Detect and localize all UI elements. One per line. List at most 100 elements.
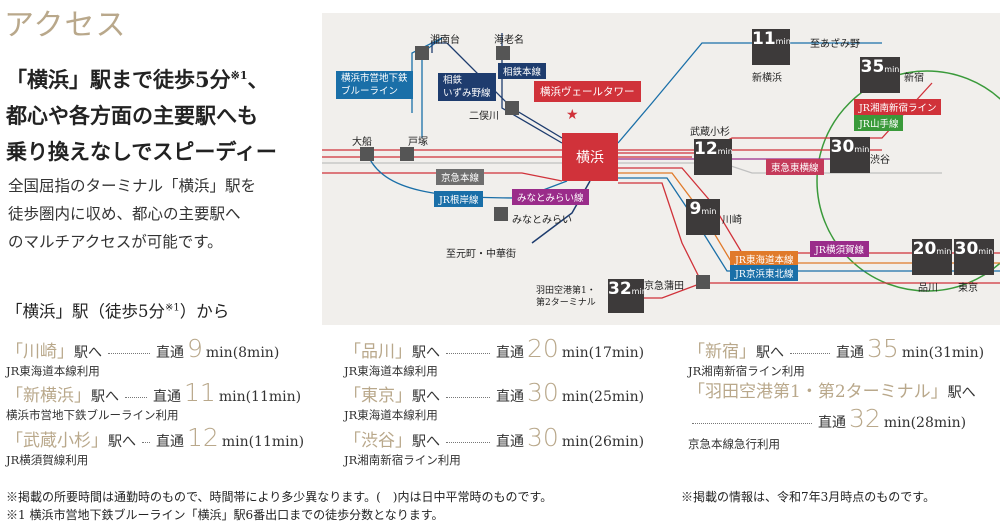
headline-line2: 都心や各方面の主要駅へも xyxy=(6,103,258,128)
minutes-alt: (11min) xyxy=(248,434,305,450)
tag-yamanote: JR山手線 xyxy=(854,115,904,131)
destination-station: 「品川」 xyxy=(344,342,412,362)
station-haneda: 羽田空港第1・ 第2ターミナル xyxy=(536,286,596,308)
tag-yokosuka: JR横須賀線 xyxy=(810,241,869,257)
destination-minutes: 20 xyxy=(527,334,559,363)
station-tokyo: 東京 xyxy=(958,283,978,294)
from-title-sup: ※1 xyxy=(165,302,180,314)
time-unit: min xyxy=(775,37,791,46)
station-minatomirai: みなとみらい xyxy=(512,215,572,226)
time-unit: min xyxy=(884,65,900,74)
tag-sotetsu: 相鉄本線 xyxy=(498,63,547,79)
destination-suffix: 駅へ xyxy=(412,389,440,405)
time-value: 32 xyxy=(608,279,632,299)
tag-negishi: JR根岸線 xyxy=(434,191,484,207)
destination-suffix: 駅へ xyxy=(74,345,102,361)
destination-minutes: 9 xyxy=(187,334,203,363)
from-title-text: 「横浜」駅（徒歩5分 xyxy=(6,302,165,321)
destination-note: 京急本線急行利用 xyxy=(688,437,780,451)
ebina-marker xyxy=(496,46,510,60)
destination-suffix: 駅へ xyxy=(91,389,119,405)
destination-station: 「羽田空港第1・第2ターミナル」 xyxy=(688,382,948,402)
minutes-unit: min xyxy=(221,434,249,450)
destination-station: 「新横浜」 xyxy=(6,386,91,406)
leader-dots xyxy=(446,352,490,354)
tag-keihin: JR京浜東北線 xyxy=(730,265,799,281)
destination-note: JR東海道本線利用 xyxy=(6,364,100,378)
destination-note: JR湘南新宿ライン利用 xyxy=(688,364,805,378)
from-title: 「横浜」駅（徒歩5分※1）から xyxy=(6,298,229,322)
time-unit: min xyxy=(631,287,647,296)
yokohama-label: 横浜 xyxy=(576,150,604,166)
time-value: 35 xyxy=(860,57,885,77)
time-value: 12 xyxy=(694,139,718,159)
direct-label: 直通 xyxy=(836,345,864,361)
tag-shonan: JR湘南新宿ライン xyxy=(854,99,942,115)
tag-toyoko: 東急東横線 xyxy=(766,159,824,175)
destination-suffix: 駅へ xyxy=(412,434,440,450)
minutes-unit: min xyxy=(205,345,233,361)
gray-line xyxy=(322,162,942,174)
time-shinyokohama: 11min xyxy=(752,29,791,65)
minutes-alt: (28min) xyxy=(910,415,967,431)
destination-note: 横浜市営地下鉄ブルーライン利用 xyxy=(6,408,179,422)
direct-label: 直通 xyxy=(156,345,184,361)
destination-minutes: 12 xyxy=(187,423,219,452)
tag-blueline: 横浜市営地下鉄 ブルーライン xyxy=(336,71,413,99)
leader-dots xyxy=(446,396,490,398)
keikyu-line xyxy=(322,172,1000,284)
time-shibuya: 30min xyxy=(830,137,870,173)
tag-tokaido: JR東海道本線 xyxy=(730,251,799,267)
destination-station: 「東京」 xyxy=(344,386,412,406)
station-shonandai: 湘南台 xyxy=(430,35,460,46)
time-unit: min xyxy=(717,147,733,156)
tower-label: 横浜ヴェールタワー xyxy=(534,81,641,102)
keikyukamata-marker xyxy=(696,275,710,289)
station-shinagawa: 品川 xyxy=(918,283,938,294)
station-ebina: 海老名 xyxy=(494,35,524,46)
destination-note: JR横須賀線利用 xyxy=(6,453,89,467)
headline: 「横浜」駅まで徒歩5分※1、 都心や各方面の主要駅へも 乗り換えなしでスピーディ… xyxy=(6,58,277,170)
description-line: 徒歩圏内に収め、都心の主要駅へ xyxy=(8,205,241,223)
time-haneda: 32min xyxy=(608,279,647,313)
destination-minutes: 35 xyxy=(867,334,899,363)
headline-line3: 乗り換えなしでスピーディー xyxy=(6,139,277,164)
destination-suffix: 駅へ xyxy=(756,345,784,361)
time-unit: min xyxy=(854,145,870,154)
direct-label: 直通 xyxy=(156,434,184,450)
station-shinyokohama: 新横浜 xyxy=(752,73,782,84)
footnote-times: ※掲載の所要時間は通勤時のもので、時間帯により多少異なります。( )内は日中平常… xyxy=(6,490,553,504)
time-unit: min xyxy=(701,207,717,216)
station-totsuka: 戸塚 xyxy=(408,137,428,148)
destination-station: 「川崎」 xyxy=(6,342,74,362)
minutes-unit: min xyxy=(901,345,929,361)
destination-note: JR東海道本線利用 xyxy=(344,364,438,378)
page-title: アクセス xyxy=(4,8,127,43)
ofuna-marker xyxy=(360,147,374,161)
station-futamatagawa: 二俣川 xyxy=(469,111,499,122)
time-kawasaki: 9min xyxy=(686,199,720,235)
time-value: 20 xyxy=(912,239,937,259)
time-value: 30 xyxy=(954,239,979,259)
minutes-alt: (17min) xyxy=(588,345,645,361)
leader-dots xyxy=(790,352,830,354)
tag-minatomirai: みなとみらい線 xyxy=(512,189,589,205)
direct-label: 直通 xyxy=(496,434,524,450)
minutes-alt: (31min) xyxy=(928,345,985,361)
time-unit: min xyxy=(978,247,994,256)
direct-label: 直通 xyxy=(496,345,524,361)
minutes-unit: min xyxy=(883,415,911,431)
destination-suffix: 駅へ xyxy=(412,345,440,361)
minutes-unit: min xyxy=(561,389,589,405)
totsuka-marker xyxy=(400,147,414,161)
minutes-alt: (11min) xyxy=(245,389,302,405)
destination-note: JR東海道本線利用 xyxy=(344,408,438,422)
station-ofuna: 大船 xyxy=(352,137,372,148)
shonandai-marker xyxy=(415,46,429,60)
leader-dots xyxy=(692,422,812,424)
